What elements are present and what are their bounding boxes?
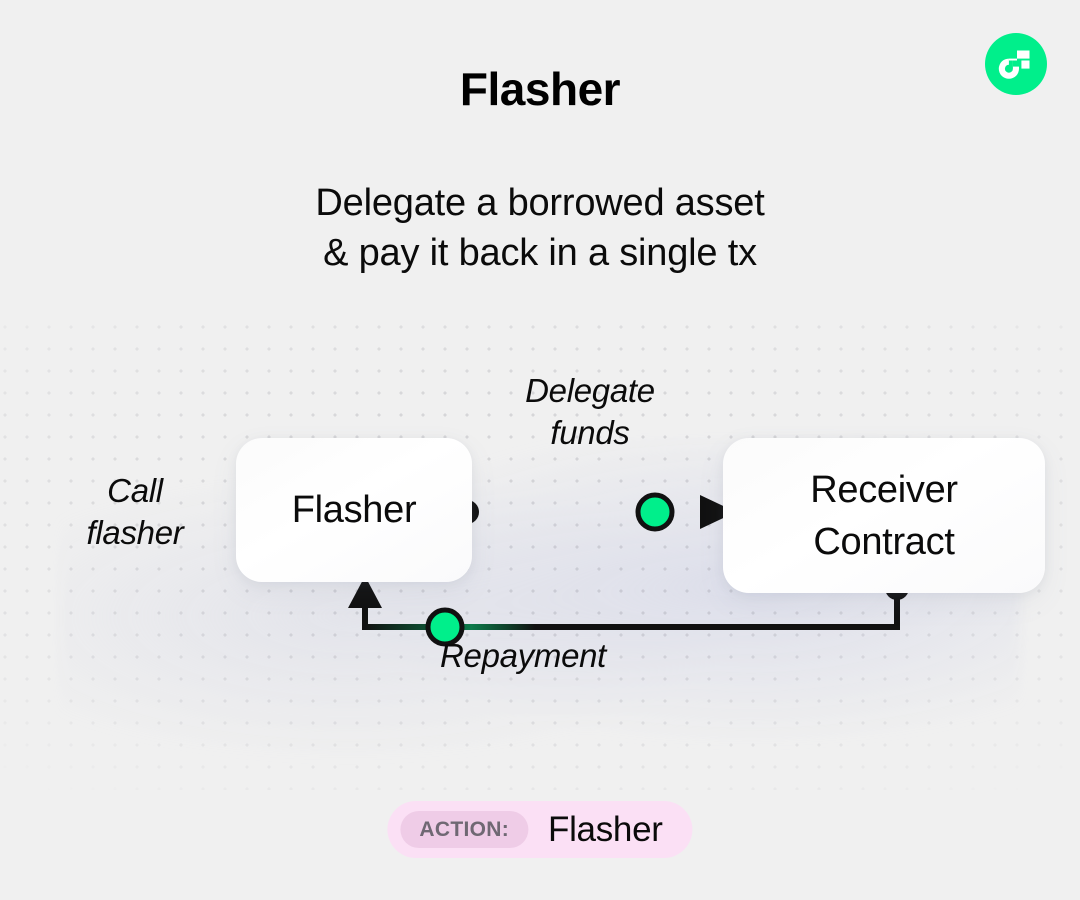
action-badge[interactable]: ACTION: Flasher [387,801,693,858]
edge-label-delegate-funds: Delegate funds [455,370,725,454]
subtitle-line-2: & pay it back in a single tx [323,232,757,274]
subtitle-line-1: Delegate a borrowed asset [315,182,765,224]
edge-label-call-line-1: Call [107,472,163,509]
edge-label-delegate-line-1: Delegate [525,372,655,409]
node-receiver-contract-label-wrap: Receiver Contract [810,464,958,568]
action-badge-value: Flasher [547,809,663,849]
edge-label-call-flasher: Call flasher [40,470,230,554]
edge-label-call-line-2: flasher [86,514,184,551]
page-subtitle: Delegate a borrowed asset & pay it back … [0,178,1080,278]
edge-label-delegate-line-2: funds [550,414,630,451]
flow-logo-icon [985,33,1047,95]
node-receiver-contract-label-line-2: Contract [813,520,955,563]
node-flasher[interactable]: Flasher [236,438,472,582]
node-flasher-label: Flasher [291,489,417,531]
node-receiver-contract-label-line-1: Receiver [810,468,958,511]
edge-label-repayment-line-1: Repayment [440,637,607,674]
action-badge-key: ACTION: [400,811,528,848]
node-receiver-contract[interactable]: Receiver Contract [723,438,1045,593]
page-title: Flasher [459,63,621,115]
diagram-stage: Flasher Receiver Contract Delegate funds… [0,320,1080,790]
edge-delegate-funds [455,492,736,532]
edge-label-repayment: Repayment [440,635,760,677]
